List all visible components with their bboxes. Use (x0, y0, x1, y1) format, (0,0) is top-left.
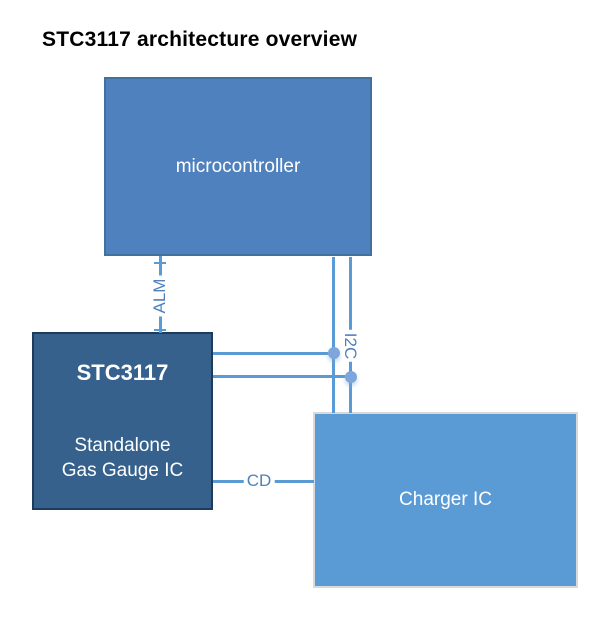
i2c-bus-wire-left (332, 257, 335, 413)
page-title: STC3117 architecture overview (42, 28, 358, 51)
i2c-junction-dot-2 (345, 371, 357, 383)
node-charger-ic: Charger IC (313, 412, 578, 588)
stc-to-i2c-wire-1 (213, 352, 335, 355)
alm-wire-end-tick-top (154, 262, 166, 264)
alm-wire-label: ALM (149, 275, 171, 317)
node-charger-ic-label: Charger IC (399, 489, 492, 510)
node-stc3117: STC3117 Standalone Gas Gauge IC (32, 332, 213, 510)
node-microcontroller-label: microcontroller (175, 155, 301, 177)
node-stc3117-subtitle-line2: Gas Gauge IC (61, 460, 184, 481)
cd-wire-label: CD (243, 470, 275, 492)
node-stc3117-subtitle-line1: Standalone (74, 435, 171, 456)
alm-wire-end-tick-bottom (154, 329, 166, 331)
i2c-junction-dot-1 (328, 347, 340, 359)
node-microcontroller: microcontroller (104, 77, 372, 256)
i2c-wire-label: I2C (339, 329, 361, 363)
node-stc3117-subtitle: Standalone Gas Gauge IC (34, 433, 211, 483)
node-stc3117-title: STC3117 (76, 360, 169, 385)
stc-to-i2c-wire-2 (213, 375, 352, 378)
